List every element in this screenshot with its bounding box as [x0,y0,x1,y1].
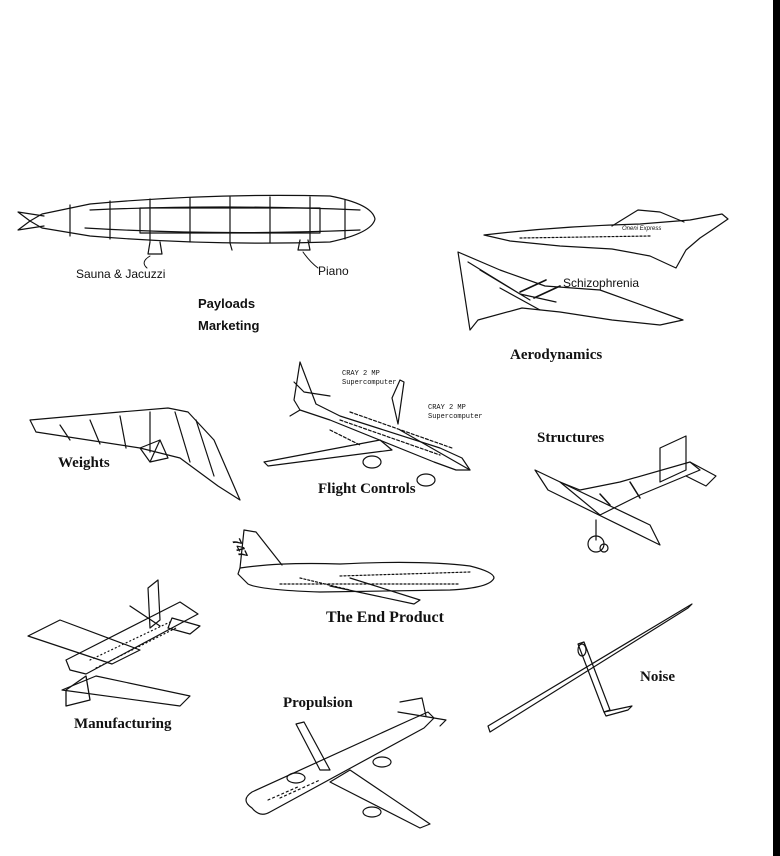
structures-aircraft-drawing [534,435,717,553]
boeing-747-drawing [237,529,495,605]
flying-wing-drawing [457,251,684,331]
label-aerodynamics: Aerodynamics [510,347,603,363]
zeppelin-drawing [17,194,376,269]
label-marketing: Marketing [198,318,260,333]
label-structures: Structures [537,430,605,446]
label-piano: Piano [318,264,349,278]
manufacturing-aircraft-drawing [27,579,201,707]
label-oneni-express: Oneni Express [622,226,662,232]
label-cray-line1-a: CRAY 2 MP [342,370,380,378]
label-cray-line2-a: Supercomputer [342,379,397,387]
label-cray-line1-b: CRAY 2 MP [428,404,466,412]
label-propulsion: Propulsion [283,695,353,711]
label-payloads: Payloads [198,296,256,311]
label-sauna-jacuzzi: Sauna & Jacuzzi [76,267,166,281]
supersonic-jet-drawing [483,209,729,269]
sailplane-drawing [487,603,693,733]
label-flight-controls: Flight Controls [318,481,416,497]
trijet-airliner-drawing [245,697,447,829]
hang-glider-drawing [29,407,241,501]
label-weights: Weights [58,455,110,471]
airliner-cutaway-drawing [263,361,471,487]
label-end-product: The End Product [326,609,444,626]
label-schizophrenia: Schizophrenia [563,276,640,290]
scan-edge-bar [773,0,780,856]
label-manufacturing: Manufacturing [74,716,172,732]
label-cray-line2-b: Supercomputer [428,413,483,421]
label-noise: Noise [640,669,675,685]
